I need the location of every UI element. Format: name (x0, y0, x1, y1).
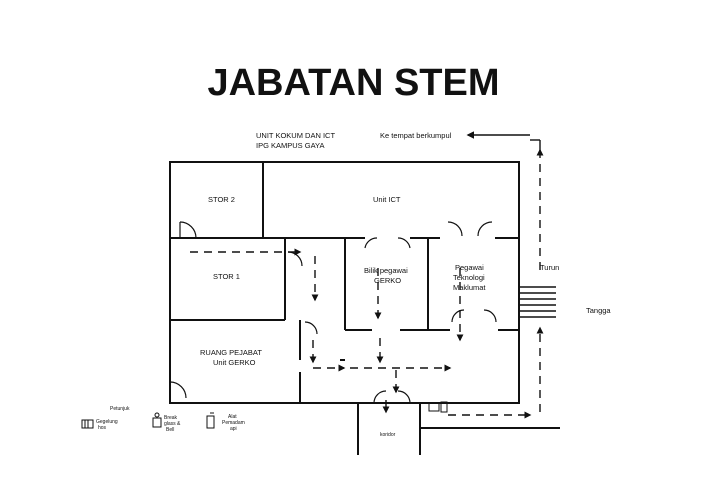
building-walls (169, 161, 520, 404)
koridor-label: koridor (380, 432, 396, 438)
legend-item1-line1: Gegelung (96, 419, 118, 425)
legend-item1-line2: hos (98, 425, 107, 431)
legend-item3-line2: Pemadam (222, 420, 245, 426)
legend-break-glass-icon (152, 412, 162, 428)
bilik-pegawai-label: Bilik pegawai (364, 266, 408, 275)
unit-ict-label: Unit ICT (373, 195, 401, 204)
turun-label: Turun (540, 263, 559, 272)
bilik-gerko-label: GERKO (374, 276, 401, 285)
corridor-walls (357, 403, 560, 455)
unit-gerko-label: Unit GERKO (213, 358, 256, 367)
ruang-pejabat-label: RUANG PEJABAT (200, 348, 262, 357)
teknologi-label: Teknologi (453, 273, 485, 282)
header-campus-text: IPG KAMPUS GAYA (256, 141, 325, 150)
legend-item2-line1: Break (164, 415, 178, 421)
legend-extinguisher-icon (206, 412, 215, 429)
staircase (519, 286, 556, 318)
evacuation-routes (190, 148, 544, 419)
legend-heading: Petunjuk (110, 406, 130, 412)
door-swings (169, 221, 497, 404)
hose-reel-icon (428, 402, 440, 412)
page-title: JABATAN STEM (207, 62, 500, 104)
legend-item3-line3: api (230, 426, 237, 432)
extinguisher-icon (440, 401, 448, 413)
stor1-label: STOR 1 (213, 272, 240, 281)
maklumat-label: Maklumat (453, 283, 486, 292)
stor2-label: STOR 2 (208, 195, 235, 204)
pegawai-label: Pegawai (455, 263, 484, 272)
tangga-label: Tangga (586, 306, 611, 315)
legend-item2-line2: glass & (164, 421, 181, 427)
legend-item2-line3: Bell (166, 427, 174, 433)
legend-item3-line1: Alat (228, 414, 237, 420)
assembly-point-label: Ke tempat berkumpul (380, 131, 452, 140)
legend-hose-reel-icon (81, 419, 94, 429)
header-unit-text: UNIT KOKUM DAN ICT (256, 131, 335, 140)
